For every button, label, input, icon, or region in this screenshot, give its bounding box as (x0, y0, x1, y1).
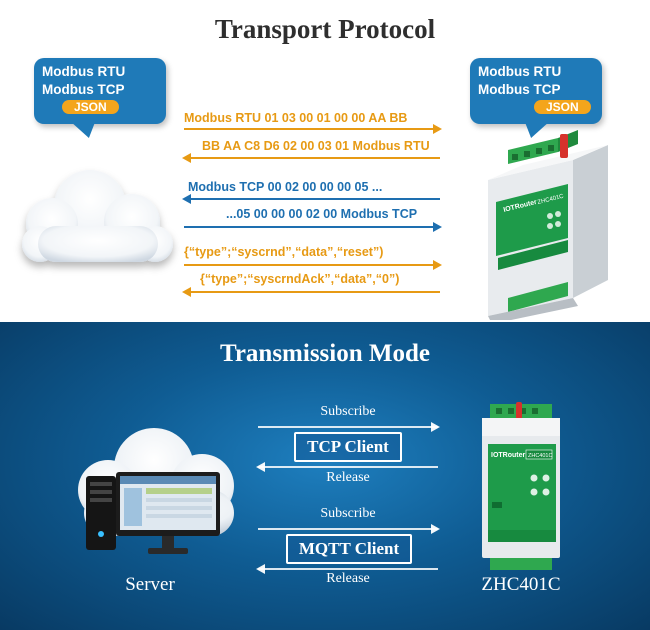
bubble-right-json-badge: JSON (534, 100, 591, 114)
transmission-mode-title: Transmission Mode (220, 340, 430, 367)
msg-tcp-response: ...05 00 00 00 02 00 Modbus TCP (226, 207, 418, 221)
mqtt-release-label: Release (326, 571, 370, 586)
protocol-bubble-left: Modbus RTU Modbus TCP JSON (34, 58, 166, 138)
transport-protocol-section: Transport Protocol Modbus RTU Modbus TCP… (22, 14, 608, 320)
msg-tcp-request: Modbus TCP 00 02 00 00 00 05 ... (188, 180, 383, 194)
server-label: Server (125, 574, 175, 595)
mqtt-subscribe-label: Subscribe (320, 506, 376, 521)
tcp-subscribe-label: Subscribe (320, 404, 376, 419)
arrow-tcp-response (184, 222, 442, 232)
mqtt-client-chip: MQTT Client (286, 534, 412, 564)
device-label: ZHC401C (481, 574, 561, 595)
tcp-client-chip: TCP Client (294, 432, 402, 462)
mqtt-subscribe-arrow (258, 524, 440, 534)
protocol-bubble-right: Modbus RTU Modbus TCP JSON (470, 58, 602, 138)
bubble-right-line2: Modbus TCP (478, 82, 561, 97)
tcp-subscribe-arrow (258, 422, 440, 432)
bubble-left-line2: Modbus TCP (42, 82, 125, 97)
device-front-brand: IOTRouter (491, 452, 525, 459)
zhc401c-device-icon: IOTRouter ZHC401C (488, 130, 608, 320)
bubble-left-tail (71, 122, 101, 138)
msg-rtu-response: BB AA C8 D6 02 00 03 01 Modbus RTU (202, 139, 430, 153)
pc-tower-icon (86, 476, 116, 550)
bubble-right-line1: Modbus RTU (478, 64, 562, 79)
zhc401c-front-device-icon: IOTRouter ZHC401C (482, 402, 560, 570)
tcp-release-arrow (256, 462, 438, 472)
msg-json-request: {“type”;“syscrnd”,“data”,“reset”) (184, 245, 384, 259)
arrow-json-request (184, 260, 442, 270)
cloud-icon (22, 170, 173, 262)
arrow-tcp-request (182, 194, 440, 204)
mqtt-release-arrow (256, 564, 438, 574)
arrow-json-response (182, 287, 440, 297)
arrow-rtu-response (182, 153, 440, 163)
arrow-rtu-request (184, 124, 442, 134)
bubble-left-line1: Modbus RTU (42, 64, 126, 79)
tcp-release-label: Release (326, 470, 370, 485)
msg-rtu-request: Modbus RTU 01 03 00 01 00 00 AA BB (184, 111, 408, 125)
transport-protocol-title: Transport Protocol (214, 14, 436, 44)
monitor-icon (116, 472, 220, 554)
bubble-left-json-badge: JSON (62, 100, 119, 114)
transmission-mode-section: Transmission Mode (0, 322, 650, 630)
device-front-model: ZHC401C (528, 453, 552, 459)
msg-json-response: {“type”;“syscrndAck”,“data”,“0”) (200, 272, 400, 286)
